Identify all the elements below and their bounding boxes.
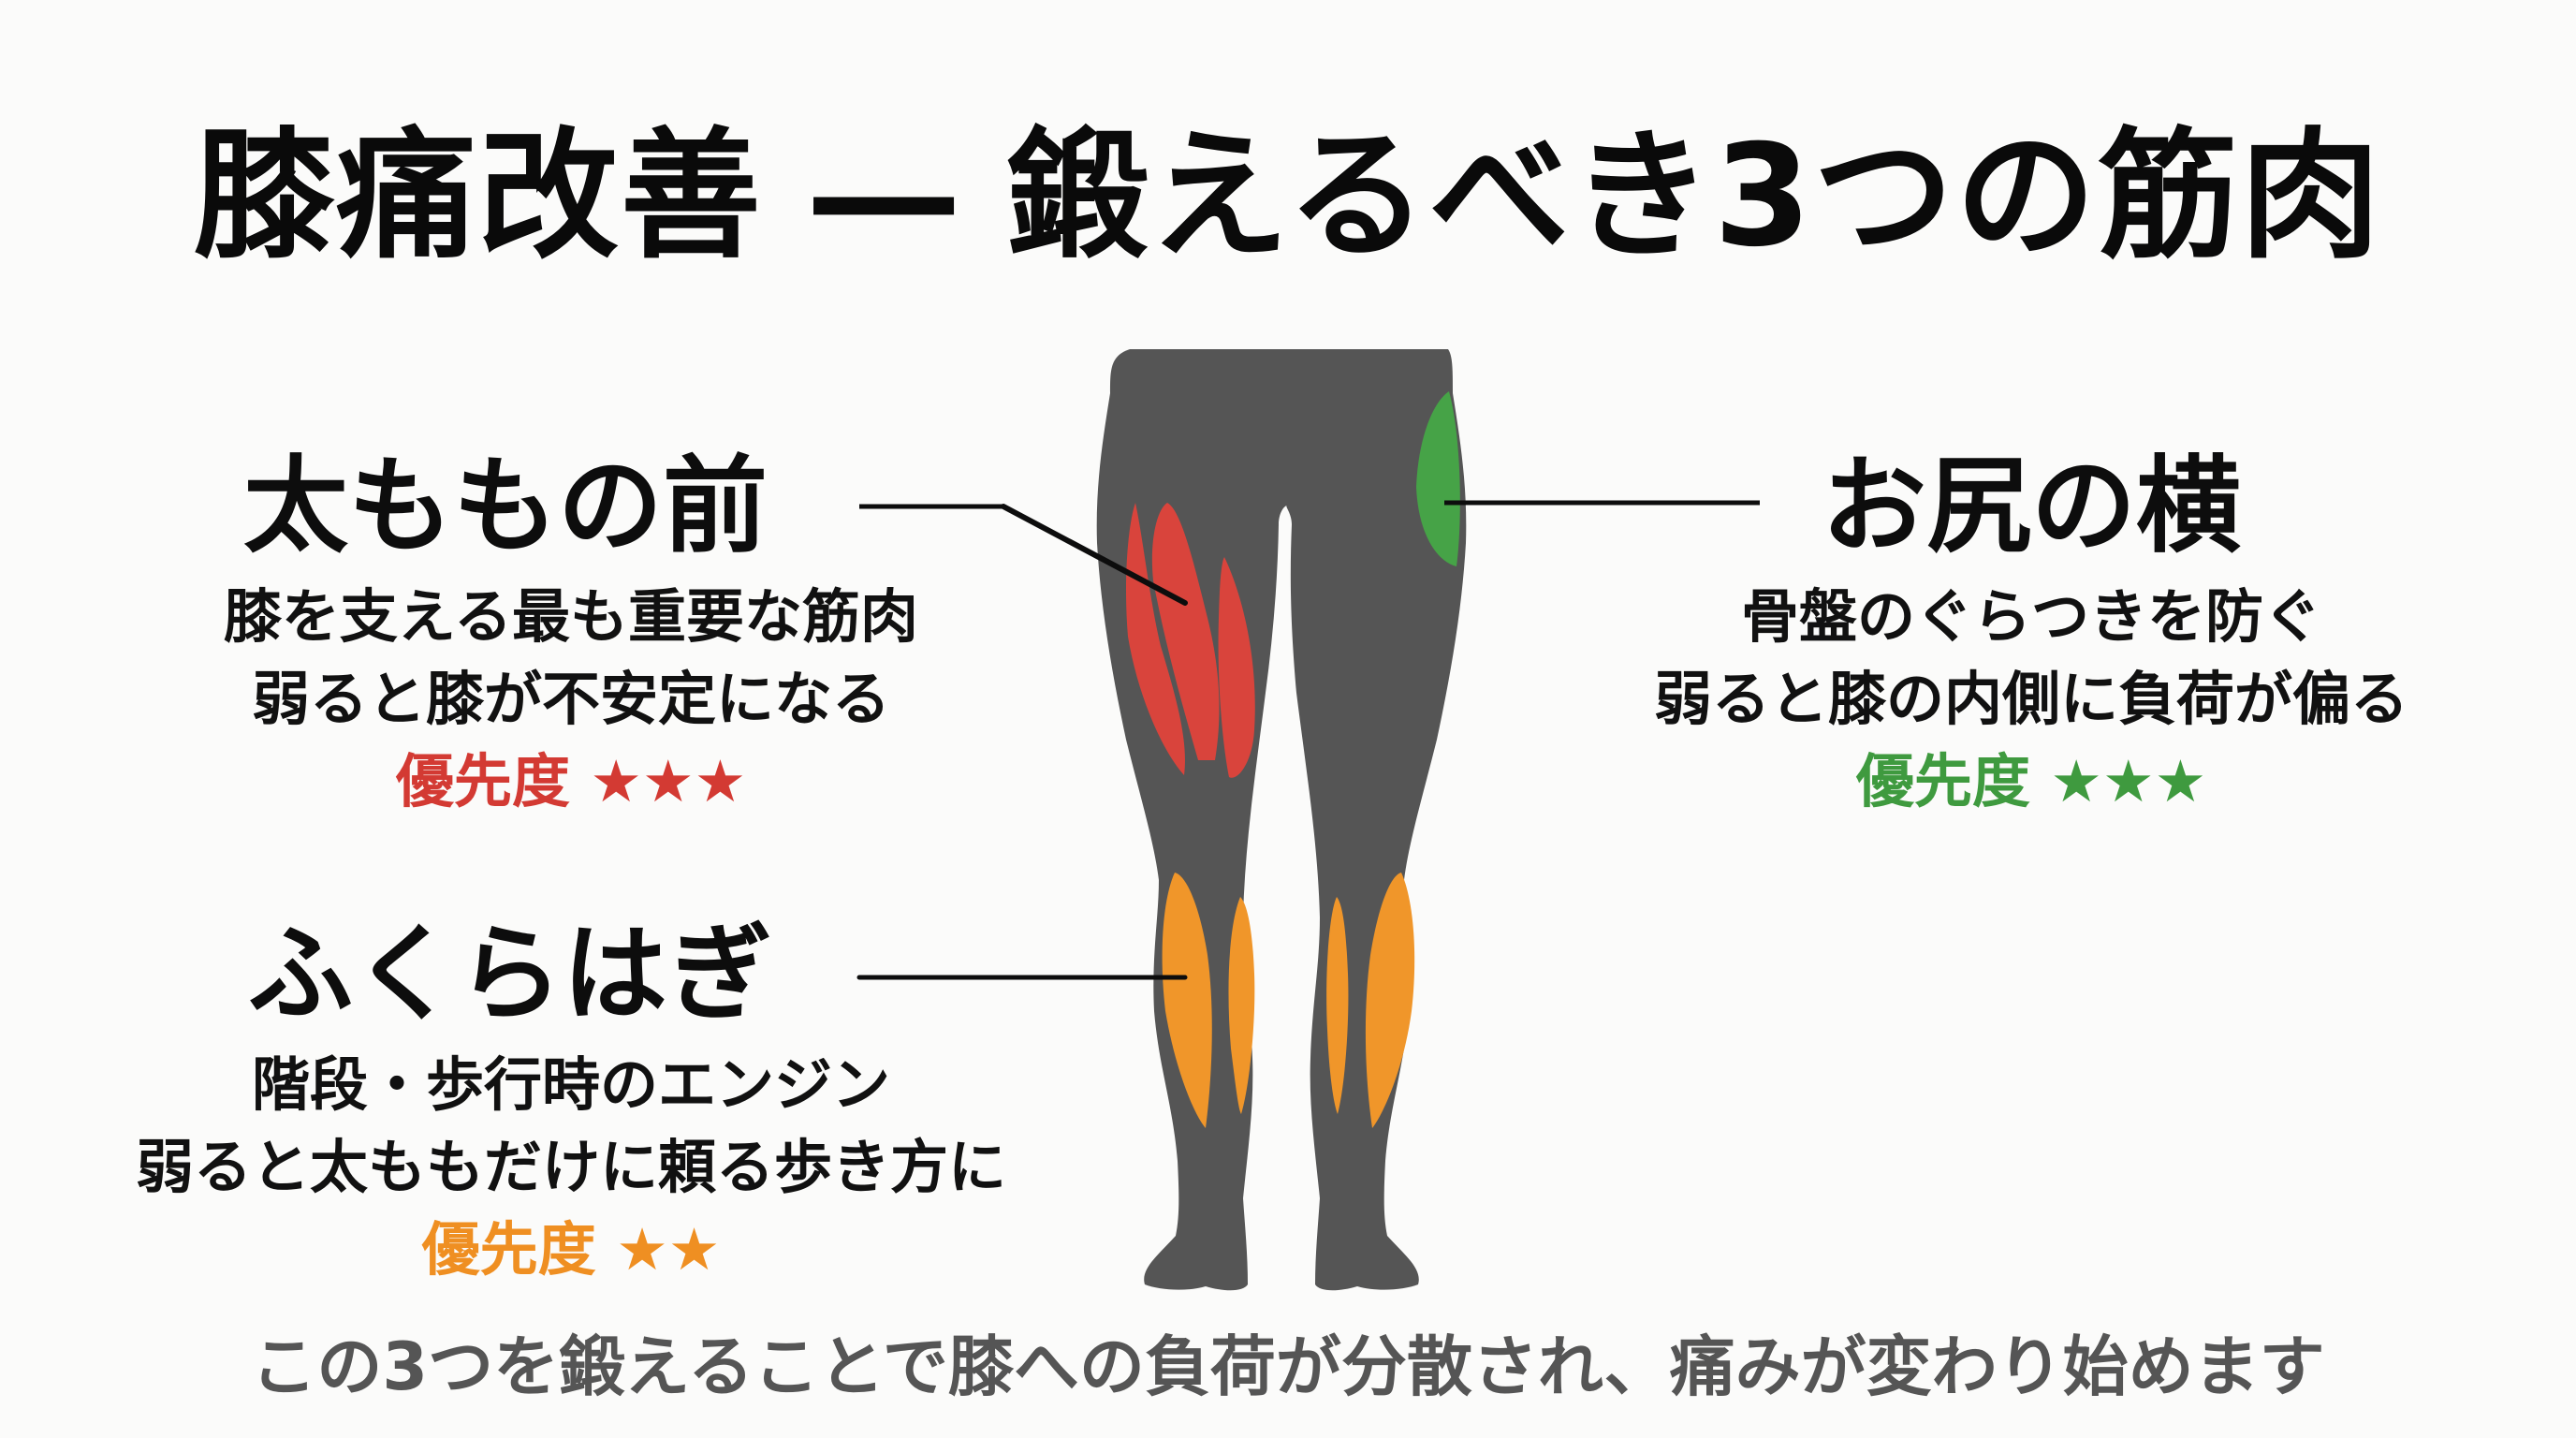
glute-callout: お尻の横 骨盤のぐらつきを防ぐ 弱ると膝の内側に負荷が偏る 優先度 ★★★ bbox=[1591, 454, 2471, 823]
page-title: 膝痛改善 ― 鍛えるべき3つの筋肉 bbox=[193, 115, 2383, 278]
calf-highlight bbox=[1162, 873, 1415, 1128]
quadriceps-callout: 太ももの前 膝を支える最も重要な筋肉 弱ると膝が不安定になる 優先度 ★★★ bbox=[140, 454, 1002, 823]
calf-callout: ふくらはぎ 階段・歩行時のエンジン 弱ると太ももだけに頼る歩き方に 優先度 ★★ bbox=[103, 922, 1039, 1291]
priority-stars: ★★ bbox=[616, 1215, 721, 1284]
footer-summary: この3つを鍛えることで膝への負荷が分散され、痛みが変わり始めます bbox=[251, 1328, 2325, 1405]
quadriceps-highlight bbox=[1125, 503, 1255, 778]
calf-priority: 優先度 ★★ bbox=[103, 1209, 1039, 1291]
priority-stars: ★★★ bbox=[2050, 747, 2207, 815]
priority-label: 優先度 bbox=[1855, 747, 2030, 815]
calf-desc-1: 階段・歩行時のエンジン bbox=[251, 1050, 890, 1119]
quadriceps-leader-line-diag bbox=[1001, 504, 1188, 606]
priority-label: 優先度 bbox=[421, 1215, 596, 1284]
quadriceps-desc-1: 膝を支える最も重要な筋肉 bbox=[223, 582, 919, 651]
glute-heading: お尻の横 bbox=[1822, 446, 2241, 567]
glute-highlight bbox=[1416, 391, 1460, 566]
calf-heading: ふくらはぎ bbox=[248, 914, 772, 1035]
quadriceps-desc-2: 弱ると膝が不安定になる bbox=[251, 665, 890, 733]
quadriceps-heading: 太ももの前 bbox=[243, 446, 768, 567]
priority-stars: ★★★ bbox=[590, 747, 747, 815]
glute-priority: 優先度 ★★★ bbox=[1591, 741, 2471, 823]
legs-silhouette bbox=[1096, 349, 1467, 1291]
glute-desc-2: 弱ると膝の内側に負荷が偏る bbox=[1653, 665, 2408, 733]
glute-desc-1: 骨盤のぐらつきを防ぐ bbox=[1740, 582, 2321, 651]
calf-desc-2: 弱ると太ももだけに頼る歩き方に bbox=[135, 1133, 1006, 1201]
priority-label: 優先度 bbox=[395, 747, 570, 815]
quadriceps-priority: 優先度 ★★★ bbox=[140, 741, 1002, 823]
